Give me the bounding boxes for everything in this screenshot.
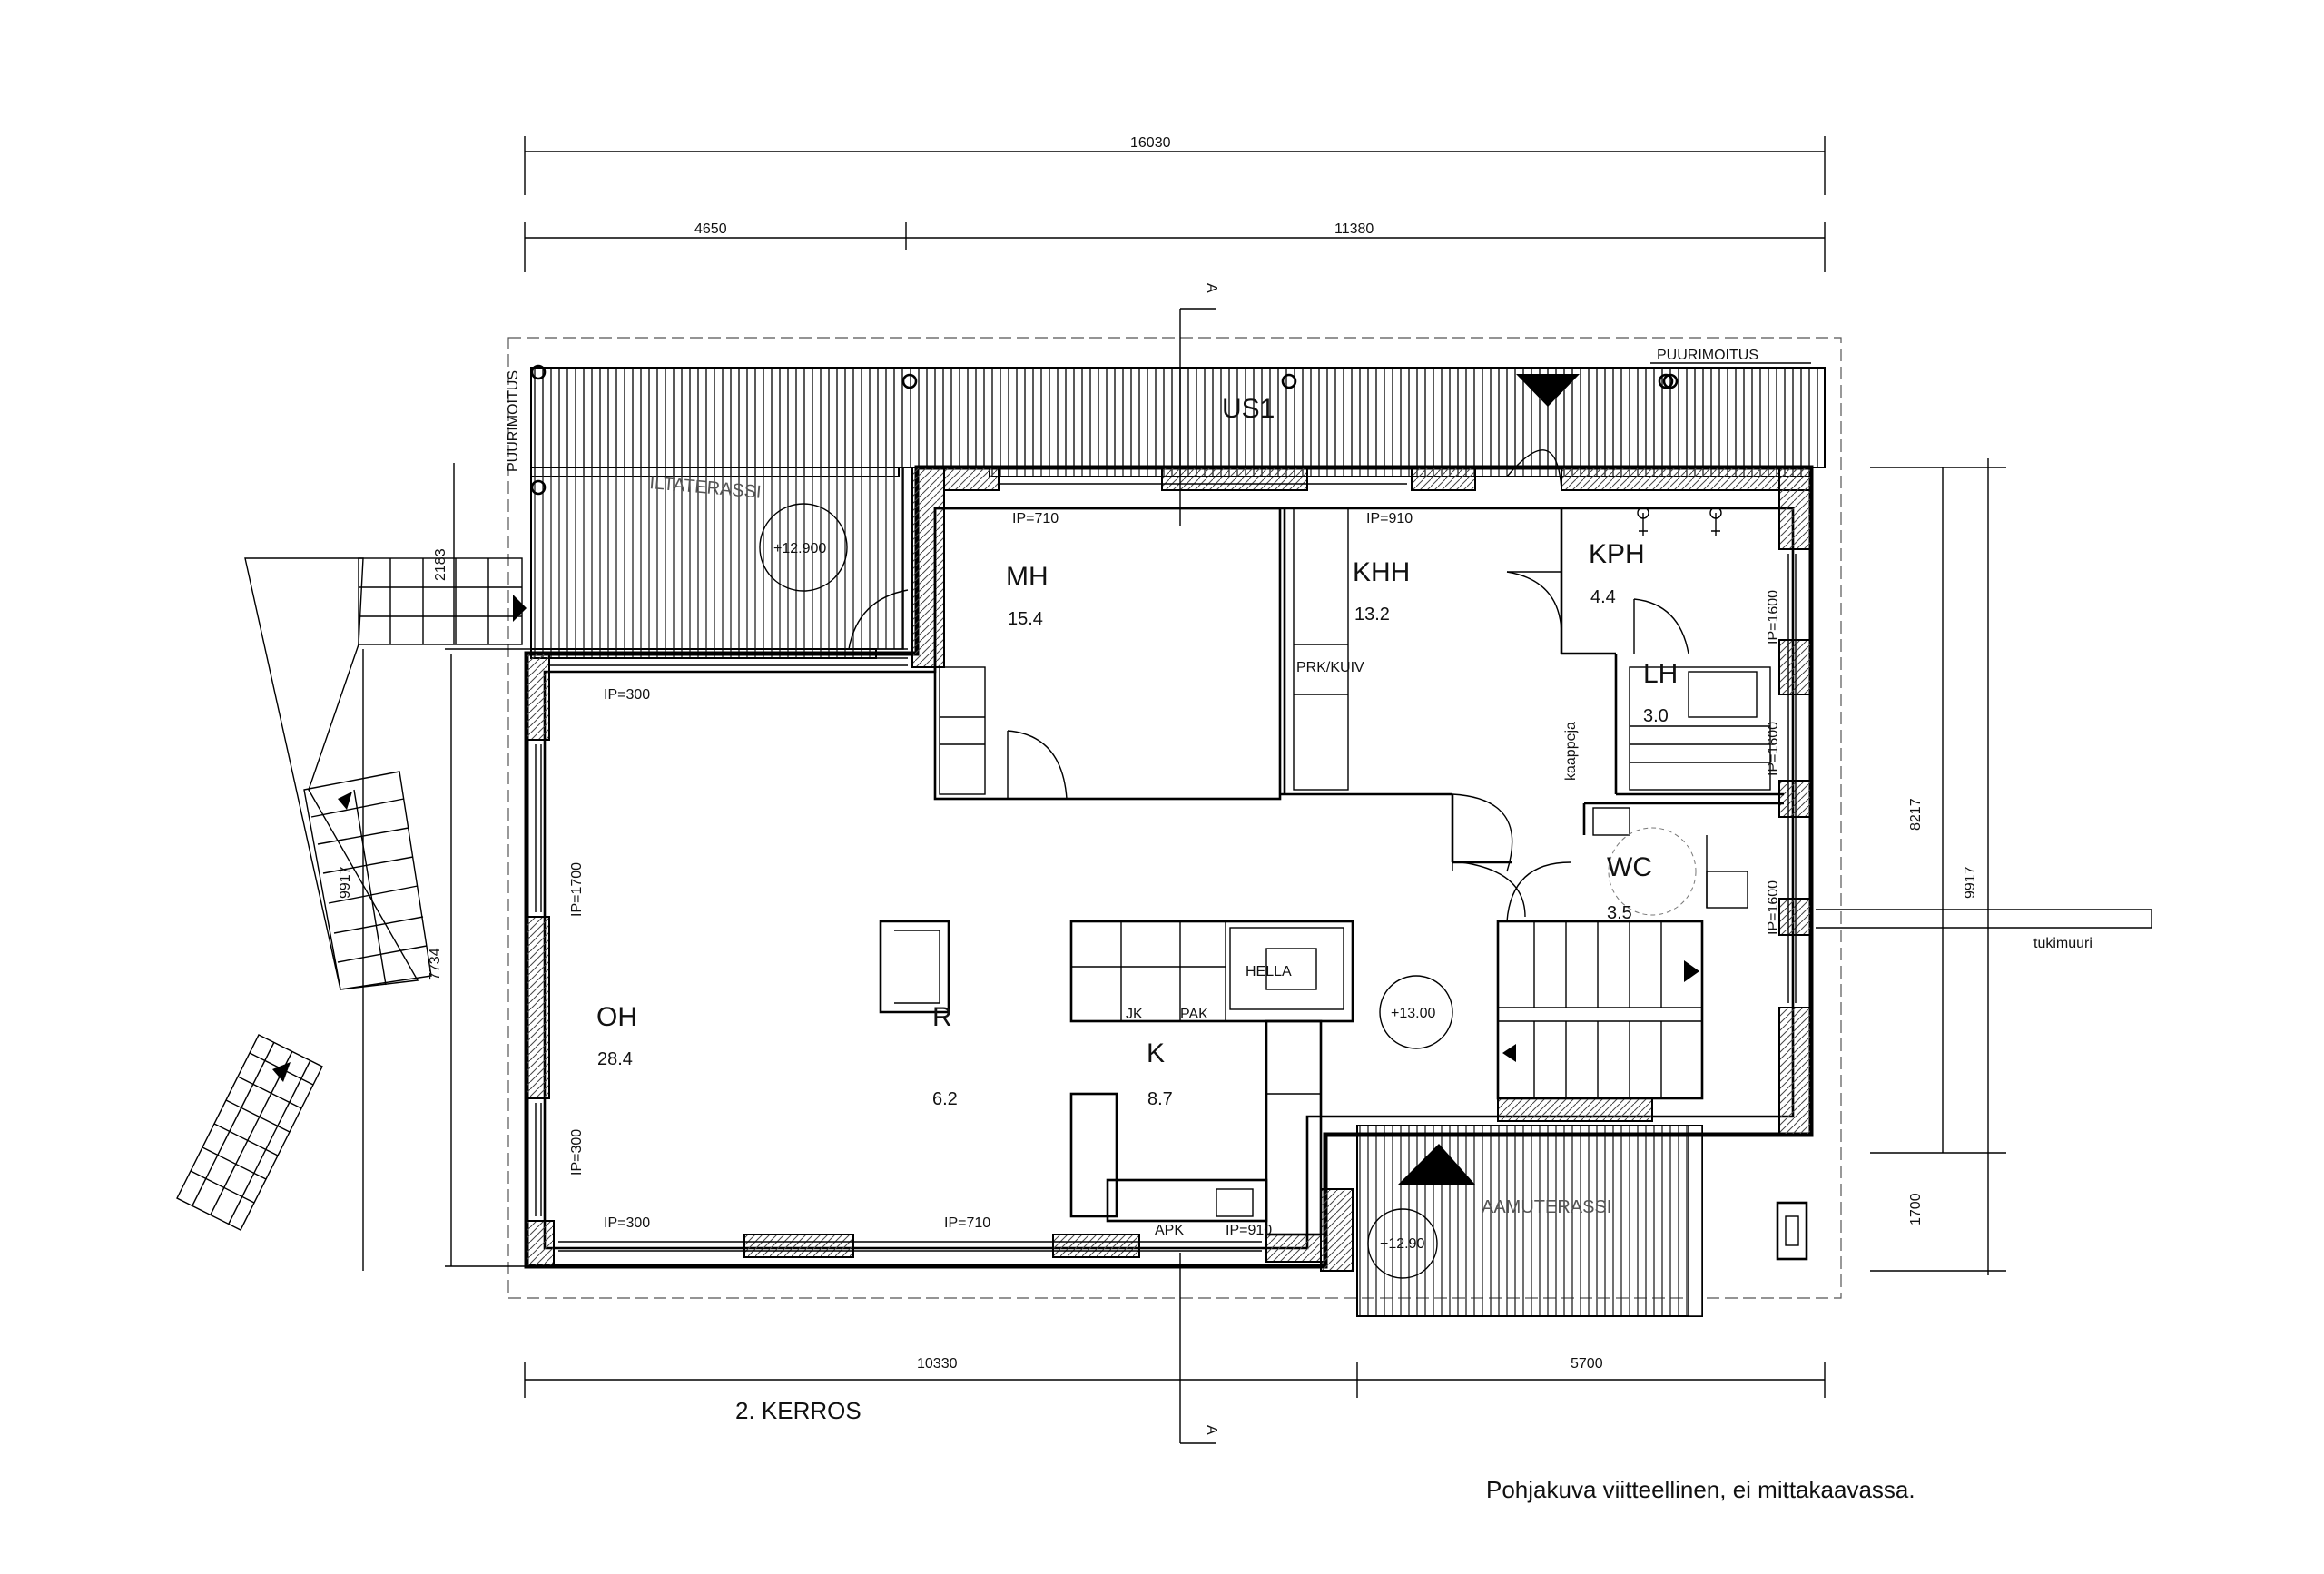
terrace-posts: [530, 364, 1679, 496]
bottom-dimensions: [524, 1362, 1826, 1398]
pak-label: PAK: [1180, 1007, 1208, 1022]
site-boundary: [507, 337, 1842, 1299]
evening-level: +12.900: [773, 541, 826, 556]
timber-cladding-right: PUURIMOITUS: [1657, 348, 1758, 363]
evening-terrace: [530, 367, 1826, 659]
morning-terrace: [1356, 1125, 1703, 1317]
dim-top-right: 11380: [1334, 221, 1374, 237]
room-kph-code: KPH: [1589, 539, 1645, 569]
dim-left-upper: 2183: [433, 548, 448, 581]
top-dimensions: [524, 136, 1826, 272]
ip-1600-kph: IP=1600: [1766, 590, 1781, 644]
interior-walls: [848, 449, 1784, 1236]
room-khh-code: KHH: [1353, 557, 1410, 587]
room-wc-code: WC: [1607, 852, 1652, 882]
morning-level: +12.90: [1380, 1236, 1424, 1252]
ip-300-top: IP=300: [604, 687, 650, 703]
morning-level-marker: [1367, 1208, 1438, 1279]
section-marker-bottom: A: [1204, 1425, 1219, 1435]
apk-label: APK: [1155, 1223, 1184, 1238]
ip-1700-left: IP=1700: [569, 862, 585, 917]
room-mh-area: 15.4: [1008, 609, 1043, 629]
right-dimensions: [1870, 458, 2006, 1275]
morning-terrace-label: AAMUTERASSI: [1482, 1197, 1611, 1217]
external-stair-detached: [176, 1034, 323, 1231]
room-oh-code: OH: [596, 1002, 637, 1032]
dim-left-stair: 9917: [338, 866, 353, 899]
room-lh-area: 3.0: [1643, 706, 1669, 726]
external-stair-upper: [358, 557, 527, 645]
disclaimer: Pohjakuva viitteellinen, ei mittakaavass…: [1486, 1476, 1915, 1503]
room-mh-code: MH: [1006, 562, 1049, 592]
ip-1600-lh: IP=1600: [1766, 722, 1781, 776]
ip-1600-wc: IP=1600: [1766, 880, 1781, 935]
ip-710-bottom: IP=710: [944, 1215, 990, 1231]
left-dimensions: [362, 463, 545, 1271]
ip-910-kitchen: IP=910: [1226, 1223, 1272, 1238]
jk-label: JK: [1126, 1007, 1143, 1022]
prk-kuiv-label: PRK/KUIV: [1296, 660, 1364, 675]
floor-level-marker: [1379, 975, 1453, 1049]
dim-top-total: 16030: [1130, 135, 1171, 151]
ip-300-left: IP=300: [569, 1129, 585, 1176]
dim-bottom-right: 5700: [1571, 1356, 1603, 1372]
dim-bottom-left: 10330: [917, 1356, 958, 1372]
room-k-area: 8.7: [1147, 1089, 1173, 1109]
chimney: [1776, 1201, 1808, 1261]
room-khh-area: 13.2: [1354, 605, 1390, 625]
dim-right-upper: 8217: [1908, 798, 1924, 831]
section-line: [1179, 308, 1216, 1444]
ip-710-mh: IP=710: [1012, 511, 1059, 526]
ip-300-bottom: IP=300: [604, 1215, 650, 1231]
room-oh-area: 28.4: [597, 1049, 633, 1069]
hella-label: HELLA: [1246, 964, 1292, 979]
room-r-code: R: [932, 1002, 952, 1032]
floor-level: +13.00: [1391, 1006, 1435, 1021]
entrance-arrow-top: [1516, 374, 1580, 407]
support-wall-label: tukimuuri: [2034, 936, 2093, 951]
dim-right-lower: 1700: [1908, 1193, 1924, 1225]
external-stair-lower: [244, 557, 432, 990]
building-outline: [524, 465, 1814, 1272]
floor-label: 2. KERROS: [735, 1397, 862, 1424]
room-lh-code: LH: [1643, 659, 1678, 689]
room-wc-area: 3.5: [1607, 903, 1632, 923]
dim-right-total: 9917: [1963, 866, 1978, 899]
room-kph-area: 4.4: [1590, 587, 1616, 607]
ip-910-khh: IP=910: [1366, 511, 1413, 526]
evening-level-marker: [759, 503, 848, 592]
room-k-code: K: [1147, 1038, 1165, 1068]
room-r-area: 6.2: [932, 1089, 958, 1109]
section-marker-top: A: [1204, 283, 1219, 293]
timber-cladding-left: PUURIMOITUS: [506, 370, 521, 472]
entrance-arrow-bottom: [1398, 1144, 1475, 1185]
dim-top-left: 4650: [694, 221, 727, 237]
support-wall: [1816, 909, 2152, 929]
unit-label: US1: [1222, 394, 1275, 424]
cabinets-label: kaappeja: [1563, 722, 1579, 781]
dim-left-main: 7734: [428, 948, 443, 980]
